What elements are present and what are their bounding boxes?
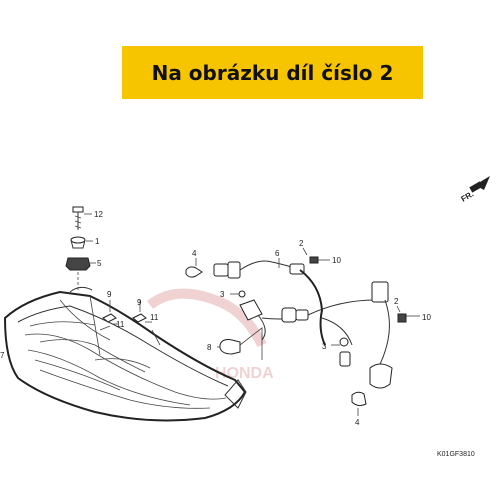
banner-text: Na obrázku díl číslo 2 bbox=[151, 60, 394, 85]
screw-2-10-top bbox=[302, 247, 330, 264]
wire-harness-6 bbox=[261, 258, 393, 389]
grommet-5 bbox=[65, 257, 96, 292]
socket-left-main bbox=[239, 299, 266, 341]
callout-9-left: 9 bbox=[107, 290, 112, 299]
callout-11-right: 11 bbox=[150, 313, 159, 322]
callout-9-right: 9 bbox=[137, 298, 142, 307]
socket-assembly-left bbox=[213, 260, 305, 298]
part-number-banner: Na obrázku díl číslo 2 bbox=[122, 46, 423, 99]
callout-4-top: 4 bbox=[192, 249, 197, 258]
callout-1: 1 bbox=[95, 237, 100, 246]
callout-2-top: 2 bbox=[299, 239, 304, 248]
clip-9-left bbox=[99, 300, 118, 331]
diagram-code: K01GF3810 bbox=[437, 451, 475, 458]
screw-2-10-right bbox=[396, 305, 420, 323]
callout-2-right: 2 bbox=[394, 297, 399, 306]
callout-11-left: 11 bbox=[116, 320, 125, 329]
callout-6: 6 bbox=[275, 249, 280, 258]
callout-4-bottom: 4 bbox=[355, 418, 360, 427]
callout-10-right: 10 bbox=[422, 313, 431, 322]
callout-5: 5 bbox=[97, 259, 102, 268]
taillight-housing bbox=[3, 286, 247, 422]
callout-7: 7 bbox=[0, 351, 5, 360]
bulb-8 bbox=[217, 327, 263, 360]
screw-12 bbox=[72, 206, 92, 230]
clip-9-right bbox=[132, 300, 161, 346]
callout-3-left: 3 bbox=[220, 290, 225, 299]
callout-3-right: 3 bbox=[322, 342, 327, 351]
bulb-4-top bbox=[185, 258, 203, 278]
callout-8: 8 bbox=[207, 343, 212, 352]
callout-12: 12 bbox=[94, 210, 103, 219]
callout-10-top: 10 bbox=[332, 256, 341, 265]
bulb-4-bottom bbox=[351, 391, 367, 416]
collar-1 bbox=[70, 236, 93, 249]
